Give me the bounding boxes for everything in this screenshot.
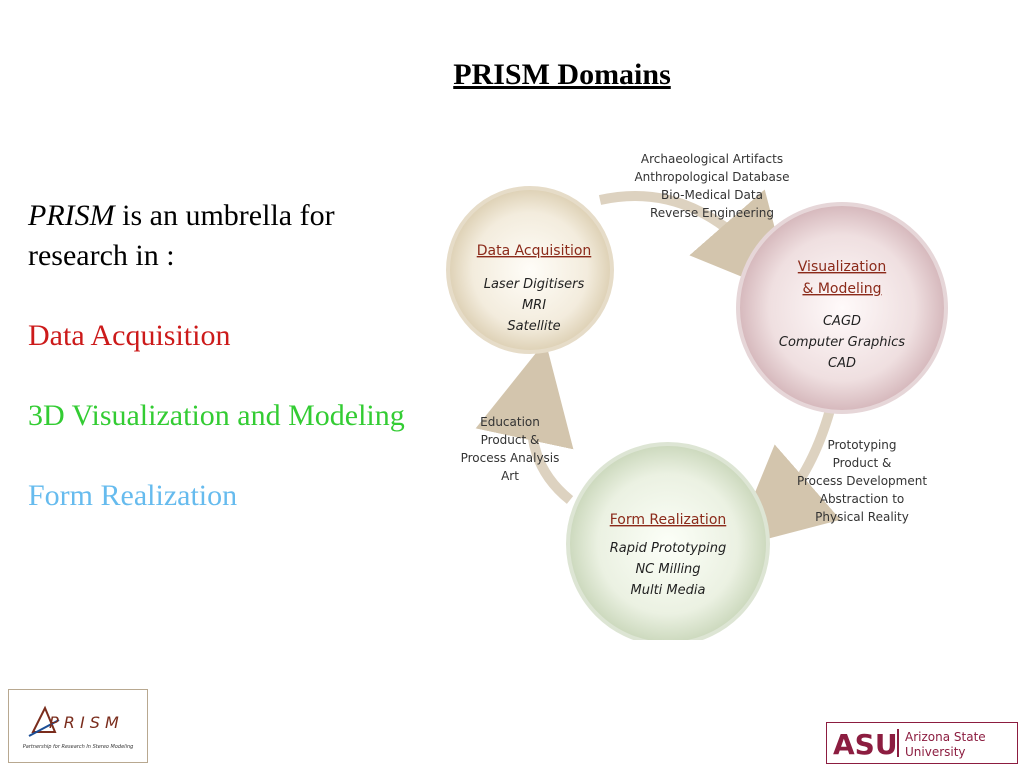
node-da-item-2: MRI — [522, 298, 546, 313]
prism-letters: P R I S M — [49, 713, 119, 732]
node-fr-item-3: Multi Media — [631, 583, 706, 598]
intro-rest: is an umbrella for research in : — [28, 199, 335, 272]
node-vm-title-2: & Modeling — [802, 281, 881, 297]
node-vm-item-2: Computer Graphics — [779, 335, 905, 350]
slide-title: PRISM Domains — [300, 58, 824, 92]
edge-right-line-5: Physical Reality — [815, 510, 909, 524]
edge-label-top: Archaeological Artifacts Anthropological… — [634, 152, 789, 220]
intro-prism-italic: PRISM — [28, 199, 115, 232]
node-vm-title-1: Visualization — [798, 259, 886, 275]
node-data-acquisition: Data Acquisition Laser Digitisers MRI Sa… — [446, 186, 614, 354]
node-da-item-1: Laser Digitisers — [484, 277, 585, 292]
asu-line-1: Arizona State — [905, 730, 986, 744]
arrow-da-to-vm — [598, 189, 793, 298]
intro-paragraph: PRISM is an umbrella for research in : — [28, 196, 408, 276]
asu-mark: ASU — [833, 728, 898, 761]
edge-right-line-4: Abstraction to — [820, 492, 905, 506]
prism-logo: P R I S M Partnership for Research In St… — [8, 689, 148, 763]
domain-data-acquisition: Data Acquisition — [28, 319, 231, 352]
edge-label-right: Prototyping Product & Process Developmen… — [797, 438, 927, 524]
edge-left-line-4: Art — [501, 469, 519, 483]
node-vm-item-3: CAD — [828, 356, 856, 371]
node-fr-item-1: Rapid Prototyping — [610, 541, 727, 556]
edge-right-line-1: Prototyping — [827, 438, 896, 452]
edge-label-left: Education Product & Process Analysis Art — [461, 415, 560, 483]
edge-top-line-3: Bio-Medical Data — [661, 188, 763, 202]
node-visualization: Visualization & Modeling CAGD Computer G… — [736, 202, 948, 414]
edge-left-line-3: Process Analysis — [461, 451, 560, 465]
intro-text-block: PRISM is an umbrella for research in : D… — [28, 196, 408, 516]
node-vm-item-1: CAGD — [823, 314, 861, 329]
asu-logo: ASU Arizona State University — [826, 722, 1018, 764]
node-da-item-3: Satellite — [507, 319, 560, 334]
edge-right-line-3: Process Development — [797, 474, 927, 488]
prism-triangle-icon — [31, 705, 57, 733]
edge-left-line-1: Education — [480, 415, 540, 429]
edge-top-line-2: Anthropological Database — [634, 170, 789, 184]
edge-left-line-2: Product & — [481, 433, 540, 447]
edge-top-line-4: Reverse Engineering — [650, 206, 774, 220]
domain-visualization: 3D Visualization and Modeling — [28, 399, 405, 432]
node-fr-title: Form Realization — [610, 512, 727, 528]
node-da-title: Data Acquisition — [477, 243, 592, 259]
edge-right-line-2: Product & — [833, 456, 892, 470]
prism-tagline: Partnership for Research In Stereo Model… — [23, 744, 134, 750]
node-form-realization: Form Realization Rapid Prototyping NC Mi… — [566, 442, 770, 646]
arrow-vm-to-fr — [732, 408, 841, 548]
domain-form-realization: Form Realization — [28, 479, 238, 512]
asu-line-2: University — [905, 745, 966, 759]
edge-top-line-1: Archaeological Artifacts — [641, 152, 783, 166]
slide-title-text: PRISM Domains — [453, 58, 671, 91]
node-fr-item-2: NC Milling — [635, 562, 700, 577]
arrow-fr-to-da — [475, 341, 574, 504]
domains-diagram: Data Acquisition Laser Digitisers MRI Sa… — [430, 140, 960, 646]
